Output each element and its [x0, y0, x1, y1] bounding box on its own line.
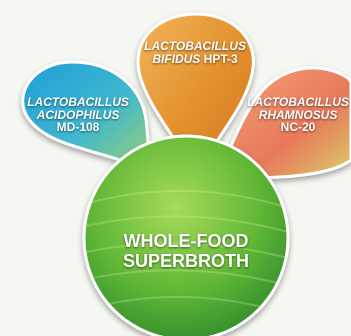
petal-left-genus: LACTOBACILLUS — [18, 96, 138, 109]
petal-left-strain: MD-108 — [18, 121, 138, 134]
main-label-line2: SUPERBROTH — [116, 252, 256, 272]
main-label-line1: WHOLE-FOOD — [116, 232, 256, 252]
petal-center-species: BIFIDUS — [152, 52, 200, 66]
petal-center-strain: HPT-3 — [204, 52, 238, 66]
petal-right-strain: NC-20 — [246, 121, 350, 134]
petal-right-label: LACTOBACILLUS RHAMNOSUS NC-20 — [246, 96, 350, 134]
petal-left-label: LACTOBACILLUS ACIDOPHILUS MD-108 — [18, 96, 138, 134]
petal-right-genus: LACTOBACILLUS — [246, 96, 350, 109]
main-label: WHOLE-FOOD SUPERBROTH — [116, 232, 256, 272]
petal-center-label: LACTOBACILLUS BIFIDUS HPT-3 — [130, 40, 260, 65]
